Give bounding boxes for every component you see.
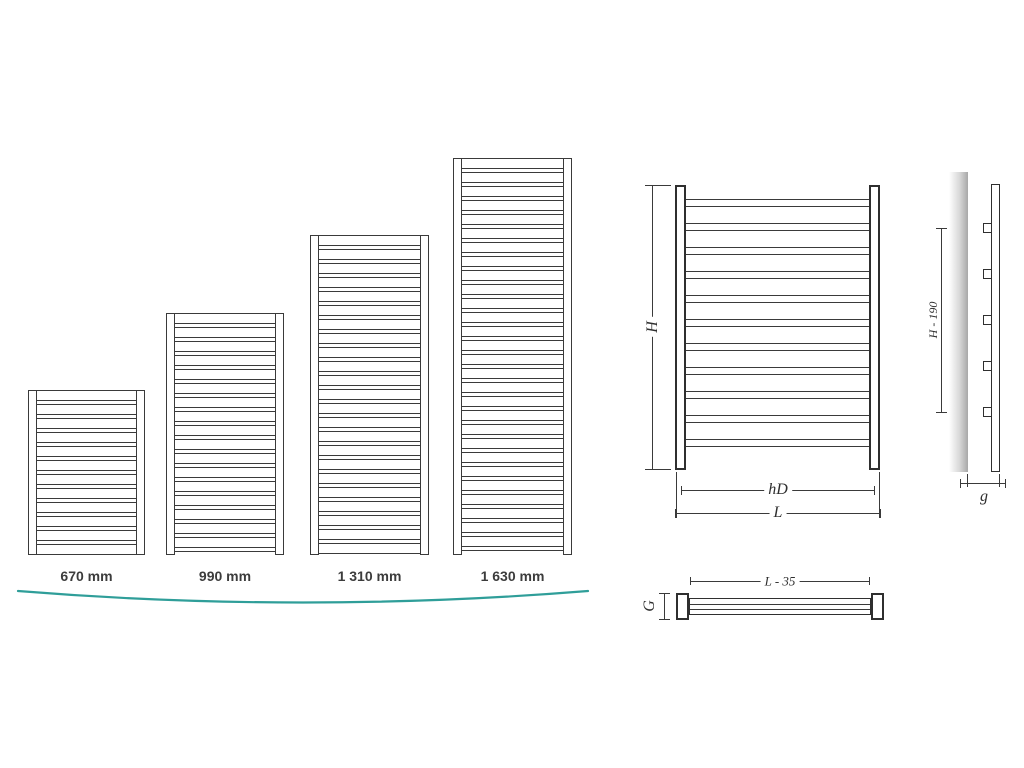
radiator-right-rail bbox=[275, 313, 284, 555]
dimension-line-G bbox=[664, 593, 665, 620]
side-view-profile bbox=[991, 184, 1000, 472]
dimension-line-g bbox=[960, 483, 1006, 484]
dimension-tick bbox=[869, 577, 870, 585]
size-label-1310: 1 310 mm bbox=[337, 568, 402, 584]
dimension-tick bbox=[936, 228, 947, 229]
dimension-label-l35: L - 35 bbox=[760, 574, 800, 588]
dimension-extension bbox=[879, 472, 880, 518]
dimension-extension bbox=[645, 185, 671, 186]
size-label-670: 670 mm bbox=[60, 568, 113, 584]
radiator-right-rail bbox=[136, 390, 145, 555]
top-view-body bbox=[689, 598, 871, 615]
radiator-left-rail bbox=[28, 390, 37, 555]
dimension-tick bbox=[874, 486, 875, 495]
front-view-left-rail bbox=[675, 185, 686, 470]
radiator-slats bbox=[37, 390, 136, 555]
front-view-slats bbox=[686, 199, 869, 457]
radiator-slats bbox=[319, 235, 420, 555]
radiator-right-rail bbox=[420, 235, 429, 555]
radiator-illustration-1630 bbox=[453, 158, 572, 555]
dimension-label-h190: H - 190 bbox=[926, 297, 940, 343]
wall-bracket bbox=[983, 315, 992, 325]
dimension-extension bbox=[645, 469, 671, 470]
radiator-illustration-1310 bbox=[310, 235, 429, 555]
dimension-tick bbox=[659, 593, 670, 594]
wall-bracket bbox=[983, 223, 992, 233]
dimension-label-g: g bbox=[976, 489, 992, 505]
radiator-right-rail bbox=[563, 158, 572, 555]
dimension-tick bbox=[659, 619, 670, 620]
wall-bracket bbox=[983, 407, 992, 417]
dimension-label-l: L bbox=[769, 505, 787, 521]
top-view-tube-line bbox=[690, 609, 870, 610]
radiator-left-rail bbox=[310, 235, 319, 555]
dimension-tick bbox=[1005, 479, 1006, 488]
radiator-slats bbox=[462, 158, 563, 555]
dimension-tick bbox=[681, 486, 682, 495]
top-view-cap-left bbox=[676, 593, 689, 620]
wall-bracket bbox=[983, 361, 992, 371]
top-view-tube-line bbox=[690, 604, 870, 605]
dimension-tick bbox=[960, 479, 961, 488]
wall-bracket bbox=[983, 269, 992, 279]
radiator-left-rail bbox=[453, 158, 462, 555]
dimension-label-G: G bbox=[641, 596, 658, 616]
radiator-left-rail bbox=[166, 313, 175, 555]
dimension-extension bbox=[999, 474, 1000, 487]
front-view-right-rail bbox=[869, 185, 880, 470]
top-view-cap-right bbox=[871, 593, 884, 620]
size-range-underline bbox=[16, 589, 590, 604]
dimension-extension bbox=[676, 472, 677, 518]
radiator-slats bbox=[175, 313, 275, 555]
dimension-tick bbox=[690, 577, 691, 585]
dimension-line-h190 bbox=[941, 228, 942, 413]
radiator-illustration-670 bbox=[28, 390, 145, 555]
dimension-label-h: H bbox=[644, 317, 661, 337]
wall-shading bbox=[949, 172, 968, 472]
size-label-990: 990 mm bbox=[198, 568, 252, 584]
dimension-tick bbox=[936, 412, 947, 413]
radiator-illustration-990 bbox=[166, 313, 284, 555]
dimension-label-hd: hD bbox=[764, 482, 792, 498]
dimension-tick bbox=[880, 509, 881, 518]
size-label-1630: 1 630 mm bbox=[480, 568, 545, 584]
dimension-extension bbox=[967, 474, 968, 487]
dimension-tick bbox=[675, 509, 676, 518]
